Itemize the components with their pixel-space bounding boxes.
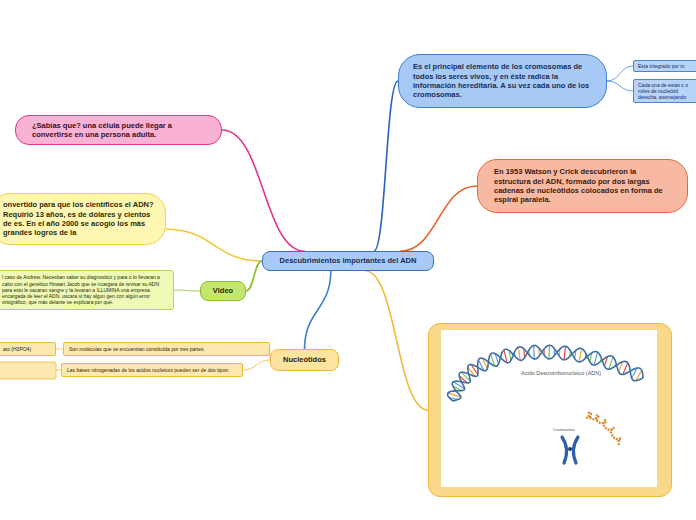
illustration-label: Acido Desoxirribonucleico (ADN) xyxy=(521,370,601,376)
dna-strand xyxy=(452,345,643,401)
branch-connector xyxy=(56,349,63,350)
topic-text: ¿Sabías que? una célula puede llegar a c… xyxy=(32,121,205,140)
centromere xyxy=(568,447,572,451)
topic-text: l caso de Andrew. Necesitan saber su dia… xyxy=(2,274,169,305)
empty-box xyxy=(0,362,56,379)
illustration-label: Cromosoma xyxy=(553,427,575,432)
topic-text: onvertido para que los científicos el AD… xyxy=(3,200,155,238)
base-pair xyxy=(518,346,520,360)
topic-box: Son moléculas que se encuentran constitu… xyxy=(63,342,270,356)
topic-box: Es el principal elemento de los cromosom… xyxy=(398,54,607,108)
dna-illustration xyxy=(428,323,672,497)
base-pair xyxy=(579,348,581,362)
topic-text: En 1953 Watson y Crick descubrieron la e… xyxy=(494,167,671,205)
branch-connector xyxy=(243,360,270,370)
chromosome xyxy=(562,437,578,463)
topic-box: Nucleótidos xyxy=(270,349,339,370)
branch-connector xyxy=(305,271,331,350)
chromatin-coil xyxy=(586,412,621,445)
topic-text: Nucleótidos xyxy=(273,355,336,364)
topic-box: Las bases nitrogenadas de los acidos nuc… xyxy=(61,363,243,377)
branch-connector xyxy=(607,81,633,91)
topic-box: Descubrimientos importantes del ADN xyxy=(262,251,434,270)
branch-connector xyxy=(365,271,428,410)
topic-text: Descubrimientos importantes del ADN xyxy=(269,256,427,265)
topic-box: ato (H3PO4) xyxy=(0,342,56,356)
topic-text: ato (H3PO4) xyxy=(3,346,51,352)
image-panel: Acido Desoxirribonucleico (ADN) Cromosoma xyxy=(428,323,672,497)
topic-text: Video xyxy=(203,286,243,295)
dna-strand xyxy=(447,345,642,401)
topic-box: ¿Sabías que? una célula puede llegar a c… xyxy=(15,115,222,146)
branch-connector xyxy=(222,130,305,251)
base-pair xyxy=(564,346,565,360)
topic-text: Cada una de estas c o miles de nucleótid… xyxy=(638,82,696,101)
base-pair xyxy=(532,345,534,359)
topic-box: Video xyxy=(200,281,246,300)
picture-ground xyxy=(441,330,657,487)
branch-connector xyxy=(246,261,262,291)
branch-connector xyxy=(374,81,398,251)
topic-text: Es el principal elemento de los cromosom… xyxy=(413,62,592,100)
branch-connector xyxy=(400,186,477,251)
branch-connector xyxy=(174,290,200,291)
topic-text: Esta integrado por m xyxy=(638,63,696,69)
topic-box: Esta integrado por m xyxy=(633,60,696,72)
branch-connector xyxy=(607,66,633,81)
topic-box: En 1953 Watson y Crick descubrieron la e… xyxy=(477,159,688,213)
topic-box: Cada una de estas c o miles de nucleótid… xyxy=(633,79,696,104)
topic-box: onvertido para que los científicos el AD… xyxy=(0,193,166,245)
branch-connector xyxy=(166,229,262,261)
topic-text: Las bases nitrogenadas de los acidos nuc… xyxy=(67,367,237,373)
topic-box: l caso de Andrew. Necesitan saber su dia… xyxy=(0,270,174,309)
topic-text: Son moléculas que se encuentran constitu… xyxy=(69,346,264,352)
base-pair xyxy=(548,345,550,359)
